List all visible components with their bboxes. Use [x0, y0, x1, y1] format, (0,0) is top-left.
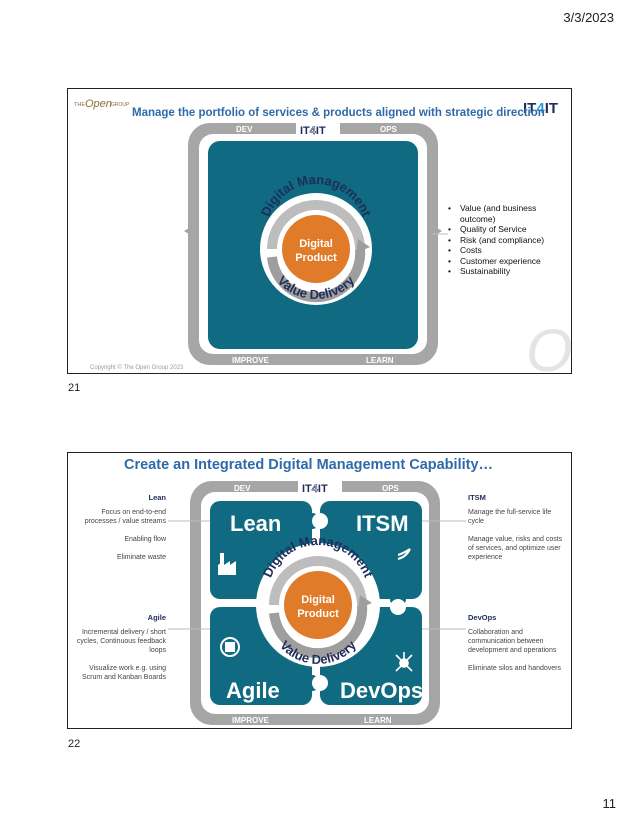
bullet-item: Quality of Service: [448, 224, 560, 235]
slide-22-graphic: DEV OPS IMPROVE LEARN IT4IT Lean ITSM: [168, 481, 466, 725]
devops-block: DevOps Collaboration and communication b…: [468, 613, 564, 673]
center-logo-it: IT: [302, 483, 312, 495]
label-learn: LEARN: [364, 716, 392, 725]
page-date: 3/3/2023: [563, 10, 614, 25]
slide-22-number: 22: [68, 738, 81, 750]
itsm-item: Manage value, risks and costs of service…: [468, 536, 563, 561]
slide-22-title: Create an Integrated Digital Management …: [124, 457, 494, 473]
center-line-1: Digital: [299, 238, 333, 250]
network-icon: [395, 652, 413, 672]
agile-item: Visualize work e.g. using Scrum and Kanb…: [81, 665, 166, 681]
agile-item: Incremental delivery / short cycles, Con…: [76, 629, 166, 654]
label-improve: IMPROVE: [232, 716, 270, 725]
page-number: 11: [602, 796, 617, 811]
cycle-icon: [220, 637, 240, 657]
svg-text:IT4IT: IT4IT: [300, 125, 326, 137]
piece-lean-label: Lean: [230, 511, 281, 536]
bullet-item: Value (and business outcome): [448, 203, 560, 224]
bullet-item: Costs: [448, 245, 560, 256]
agile-block: Agile Incremental delivery / short cycle…: [76, 613, 166, 682]
factory-icon: [218, 553, 236, 575]
svg-text:IT4IT: IT4IT: [302, 483, 328, 495]
itsm-item: Manage the full-service life cycle: [468, 509, 552, 525]
center-logo-it2: IT: [318, 483, 328, 495]
itsm-block: ITSM Manage the full-service life cycle …: [468, 493, 564, 562]
center-line-2: Product: [295, 252, 337, 264]
label-ops: OPS: [382, 484, 400, 493]
lean-heading: Lean: [148, 493, 166, 502]
logo-open: Open: [85, 98, 112, 110]
label-dev: DEV: [236, 125, 253, 134]
lean-item: Focus on end-to-end processes / value st…: [84, 509, 166, 525]
hand-icon: [397, 548, 411, 560]
svg-text:IT4IT: IT4IT: [523, 100, 558, 117]
agile-heading: Agile: [147, 613, 166, 622]
logo-group: GROUP: [111, 102, 130, 108]
slide-21-graphic: DEV OPS IMPROVE LEARN IT4IT Digital Mana…: [74, 98, 571, 373]
center-logo-it2: IT: [316, 125, 326, 137]
logo-right-it: IT: [523, 100, 536, 117]
devops-item: Collaboration and communication between …: [468, 629, 557, 654]
center-logo-4: 4: [312, 483, 319, 495]
devops-heading: DevOps: [468, 613, 497, 622]
piece-devops-label: DevOps: [340, 678, 423, 703]
slide-21-number: 21: [68, 382, 81, 394]
slide-21-bullets: Value (and business outcome) Quality of …: [448, 203, 560, 277]
center-logo-it: IT: [300, 125, 310, 137]
label-improve: IMPROVE: [232, 356, 270, 365]
label-learn: LEARN: [366, 356, 394, 365]
copyright: Copyright © The Open Group 2023: [90, 364, 184, 371]
label-dev: DEV: [234, 484, 251, 493]
devops-item: Eliminate silos and handovers: [468, 665, 561, 672]
lean-item: Eliminate waste: [116, 554, 166, 561]
logo-right-4: 4: [536, 100, 545, 117]
center-line-2: Product: [297, 608, 339, 620]
piece-itsm-label: ITSM: [356, 511, 409, 536]
slide-21: DEV OPS IMPROVE LEARN IT4IT Digital Mana…: [67, 88, 572, 374]
logo-right-it2: IT: [545, 100, 558, 117]
center-logo-4: 4: [310, 125, 317, 137]
watermark-o: O: [526, 317, 571, 373]
bullet-item: Risk (and compliance): [448, 235, 560, 246]
itsm-heading: ITSM: [468, 493, 486, 502]
center-line-1: Digital: [301, 594, 335, 606]
slide-22: DEV OPS IMPROVE LEARN IT4IT Lean ITSM: [67, 452, 572, 729]
slide-21-title: Manage the portfolio of services & produ…: [132, 107, 545, 119]
bullet-item: Sustainability: [448, 266, 560, 277]
bullet-item: Customer experience: [448, 256, 560, 267]
label-ops: OPS: [380, 125, 398, 134]
lean-item: Enabling flow: [124, 536, 166, 543]
lean-block: Lean Focus on end-to-end processes / val…: [76, 493, 166, 562]
logo-the: THE: [74, 102, 85, 108]
piece-agile-label: Agile: [226, 678, 280, 703]
